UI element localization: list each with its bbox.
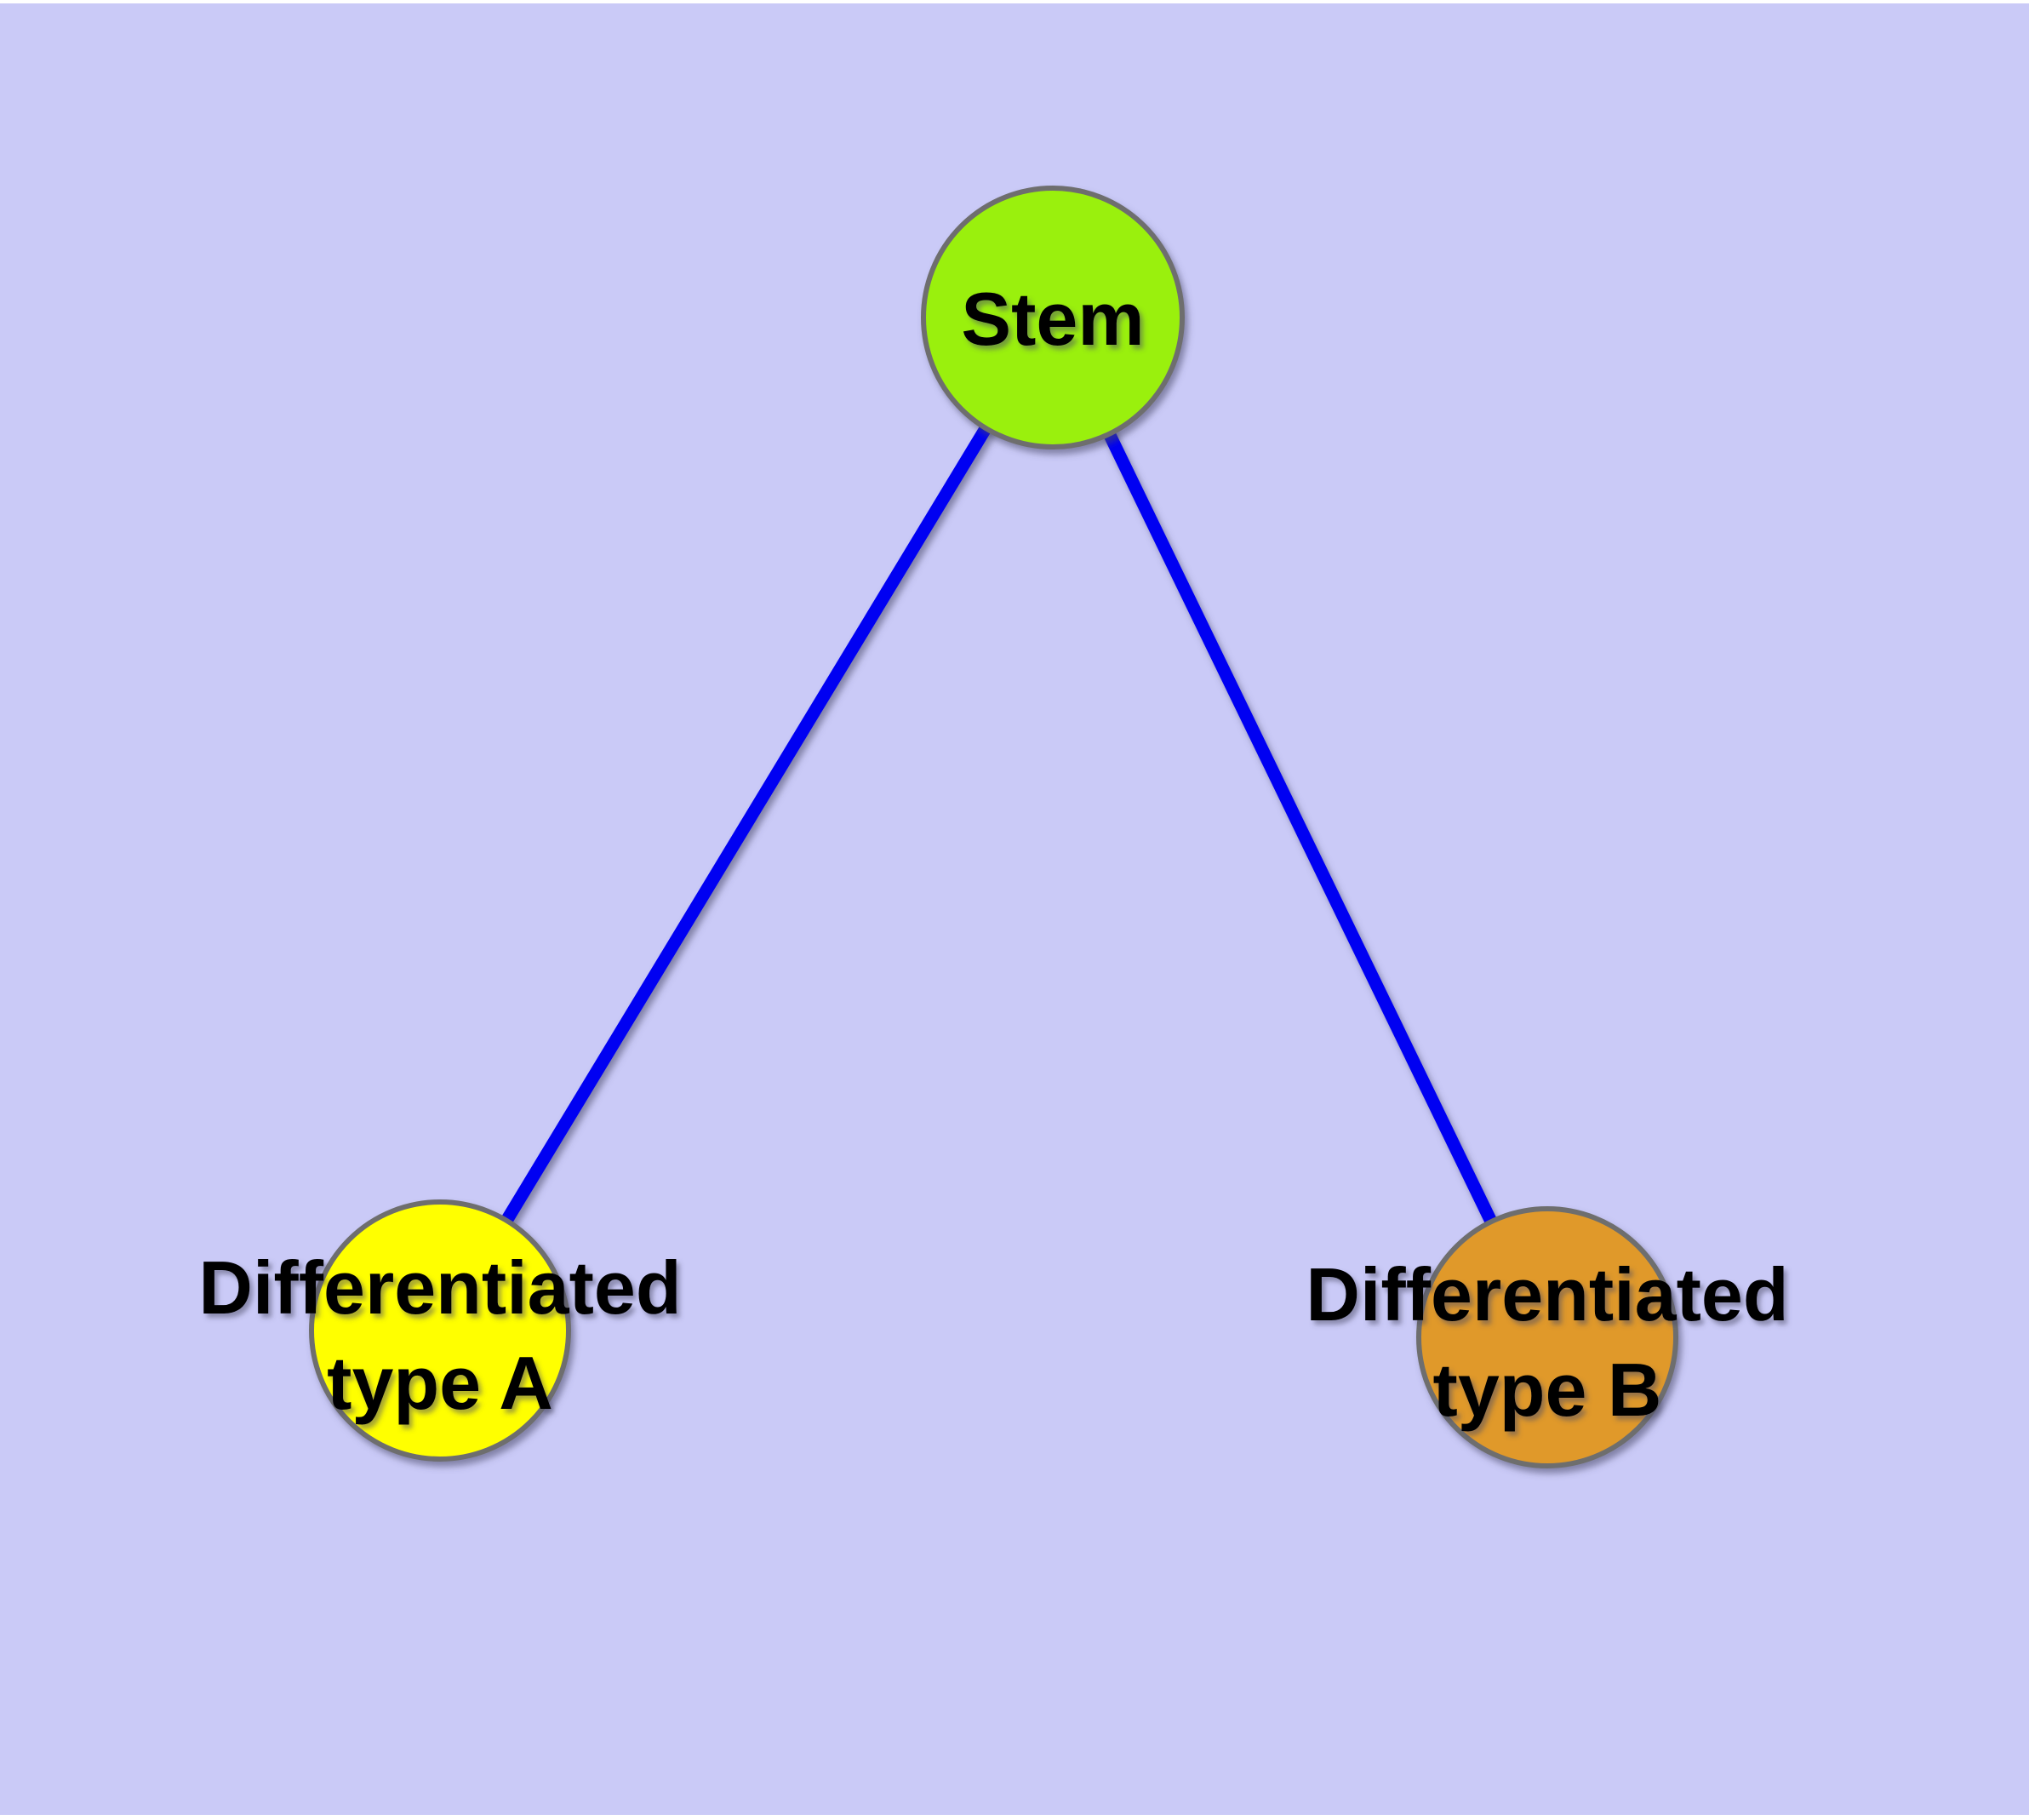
nodes-layer (309, 186, 1678, 1468)
edge-stem-to-type-a (434, 314, 1059, 1334)
node-label-line: Stem (961, 277, 1144, 361)
edges-layer (434, 314, 1553, 1341)
node-label-line: Differentiated (1306, 1252, 1788, 1336)
node-label-type-a: Differentiated type A (198, 1245, 681, 1425)
node-label-line: type A (327, 1341, 553, 1425)
node-circle-stem (921, 186, 1185, 449)
node-label-line: type B (1433, 1348, 1662, 1432)
node-label-type-b: Differentiated type B (1306, 1252, 1788, 1432)
node-circle-type-a (309, 1199, 571, 1462)
node-circle-type-b (1416, 1206, 1678, 1468)
node-label-stem: Stem (961, 277, 1144, 361)
node-label-line: Differentiated (198, 1245, 681, 1330)
edge-stem-to-type-b (1047, 314, 1553, 1341)
